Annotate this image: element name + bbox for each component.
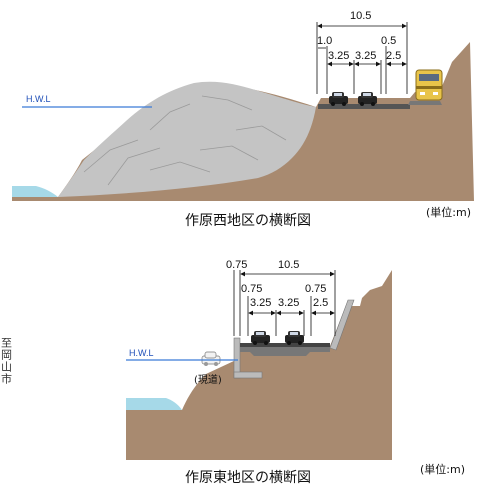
west-rock-embankment <box>58 81 316 197</box>
east-dimensions <box>233 270 336 336</box>
west-lane-label-2: 3.25 <box>355 50 376 62</box>
east-car-1 <box>251 331 270 345</box>
east-section: (現道) H.W.L 0.75 10.5 0.75 0.75 3.25 3.25… <box>126 259 465 486</box>
east-top-label-2: 0.75 <box>305 283 326 295</box>
west-train <box>415 69 443 101</box>
west-lane-label-3: 2.5 <box>386 50 401 62</box>
west-dimensions <box>316 22 408 94</box>
east-car-2 <box>285 331 304 345</box>
west-section: H.W.L 10.5 1.0 0.5 3.25 3.25 2.5 作原西地区の横… <box>12 10 474 229</box>
west-river-water <box>12 186 58 197</box>
east-title: 作原東地区の横断図 <box>185 470 311 486</box>
east-road-surface <box>240 343 330 347</box>
east-retaining-wall-right <box>329 299 355 351</box>
east-unit: (単位:m) <box>420 462 465 476</box>
west-total-width: 10.5 <box>350 10 371 22</box>
west-car-2 <box>358 92 377 106</box>
side-direction-label: 至岡山市 <box>0 337 13 385</box>
west-car-1 <box>329 92 348 106</box>
east-road-deck <box>240 346 330 356</box>
east-existing-road-label: (現道) <box>194 373 222 386</box>
east-lane-label-2: 3.25 <box>278 297 299 309</box>
east-left-width: 0.75 <box>226 259 247 271</box>
west-top-label-1: 1.0 <box>317 35 332 47</box>
east-wall-footing <box>233 371 263 379</box>
east-lane-label-1: 3.25 <box>250 297 271 309</box>
east-river-water <box>126 398 182 410</box>
west-title: 作原西地区の横断図 <box>185 213 311 229</box>
west-road-deck <box>318 104 410 109</box>
west-rock-facets <box>83 95 287 186</box>
west-unit: (単位:m) <box>426 205 471 219</box>
west-hwl-label: H.W.L <box>26 94 51 104</box>
west-rail-bed <box>408 101 442 105</box>
east-lane-label-3: 2.5 <box>313 297 328 309</box>
east-existing-road-car <box>201 351 221 366</box>
east-soil <box>126 270 392 460</box>
east-hwl-label: H.W.L <box>129 348 154 358</box>
east-total-width: 10.5 <box>278 259 299 271</box>
west-top-label-2: 0.5 <box>381 35 396 47</box>
east-top-label-1: 0.75 <box>241 283 262 295</box>
west-lane-label-1: 3.25 <box>328 50 349 62</box>
